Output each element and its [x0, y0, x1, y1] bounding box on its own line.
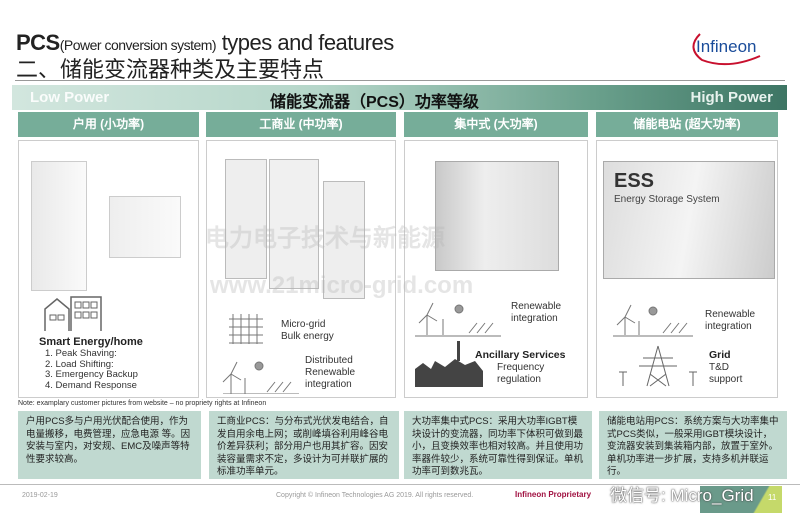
watermark-url: www.21micro-grid.com	[210, 272, 474, 299]
cabinet-image	[269, 159, 319, 289]
footer-divider	[0, 484, 800, 485]
description-centralized: 大功率集中式PCS：采用大功率IGBT模块设计的变流器，同功率下体积可做到最小，…	[404, 411, 592, 479]
wechat-watermark: 微信号: Micro_Grid	[610, 486, 754, 505]
footnote: Note: examplary customer pictures from w…	[18, 400, 267, 407]
grid-label: Grid	[709, 349, 731, 361]
renewable-icon	[613, 304, 693, 337]
ancillary-services-label: Ancillary Services	[475, 349, 566, 361]
page-number-box	[700, 486, 782, 513]
footer-proprietary: Infineon Proprietary	[515, 490, 592, 499]
renewable-icon	[415, 302, 501, 337]
banner-title: 储能变流器（PCS）功率等级	[270, 94, 479, 111]
description-residential: 户用PCS多与户用光伏配合使用，作为电量搬移，电费管理，应急电源 等。因安装与室…	[18, 411, 201, 479]
renewable-icon	[222, 361, 299, 394]
footer-date: 2019-02-19	[22, 492, 58, 499]
building-icon	[44, 296, 102, 331]
home-battery-image	[31, 161, 87, 291]
page-number: 11	[768, 493, 777, 502]
microgrid-icon	[229, 314, 263, 344]
transmission-tower-icon	[619, 345, 697, 387]
use-case-item: 4. Demand Response	[45, 379, 137, 391]
description-station: 储能电站用PCS：系统方案与大功率集中式PCS类似，一般采用IGBT模块设计，变…	[599, 411, 787, 479]
panel-residential: Smart Energy/home 1. Peak Shaving: 2. Lo…	[18, 140, 199, 398]
page-title: PCS(Power conversion system) types and f…	[16, 30, 394, 55]
svg-text:Infineon: Infineon	[696, 37, 757, 56]
high-power-label: High Power	[690, 89, 773, 106]
use-case-item: 2. Load Shifting:	[45, 358, 114, 370]
description-commercial: 工商业PCS：与分布式光伏发电结合，自发自用余电上网；或削峰填谷利用峰谷电价差异…	[209, 411, 399, 479]
smart-energy-title: Smart Energy/home	[39, 336, 143, 348]
divider	[15, 80, 785, 81]
ess-container-label: ESS	[614, 170, 655, 192]
use-case-list: 1. Peak Shaving: 2. Load Shifting: 3. Em…	[45, 348, 138, 391]
power-level-banner: Low Power 储能变流器（PCS）功率等级 High Power	[12, 85, 787, 111]
footer-copyright: Copyright © Infineon Technologies AG 201…	[276, 492, 474, 499]
column-header-station: 储能电站 (超大功率)	[596, 112, 778, 137]
cabinet-image	[225, 159, 267, 279]
ess-container-image: ESS Energy Storage System	[603, 161, 775, 279]
power-plant-icon	[415, 341, 483, 387]
infineon-logo: Infineon	[692, 33, 761, 66]
watermark-text: 电力电子技术与新能源	[205, 225, 445, 252]
home-inverter-image	[109, 196, 181, 258]
column-header-residential: 户用 (小功率)	[18, 112, 199, 137]
column-header-centralized: 集中式 (大功率)	[404, 112, 588, 137]
central-inverter-image	[435, 161, 559, 271]
use-case-item: 3. Emergency Backup	[45, 369, 138, 380]
column-header-commercial: 工商业 (中功率)	[206, 112, 396, 137]
ess-container-sublabel: Energy Storage System	[614, 194, 720, 205]
use-case-item: 1. Peak Shaving:	[45, 348, 117, 359]
low-power-label: Low Power	[30, 89, 110, 106]
page-subtitle: 二、储能变流器种类及主要特点	[16, 57, 325, 82]
cabinet-image	[323, 181, 365, 299]
